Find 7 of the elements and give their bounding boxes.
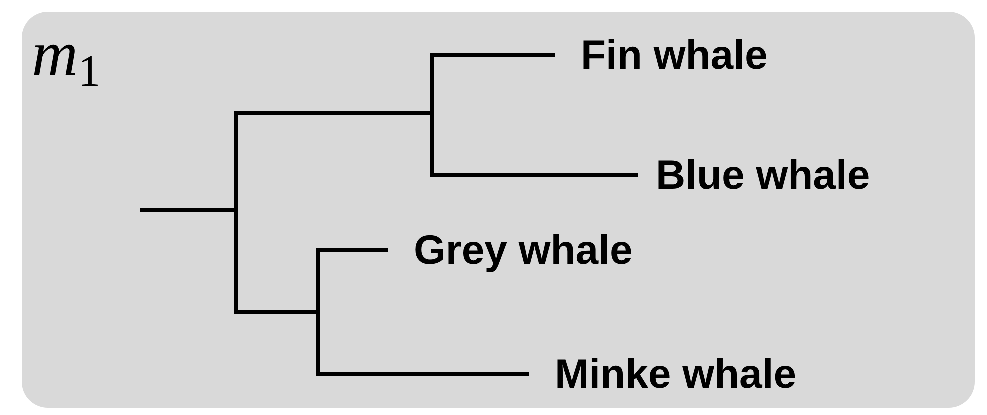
leaf-label: Grey whale	[386, 226, 633, 274]
tree-panel	[22, 12, 975, 408]
leaf-label: Fin whale	[553, 31, 768, 79]
panel-heading: m$_{1}$	[32, 17, 101, 98]
tree-branch	[140, 208, 529, 376]
leaf-label: Blue whale	[636, 151, 870, 199]
leaf-label: Minke whale	[527, 350, 797, 398]
